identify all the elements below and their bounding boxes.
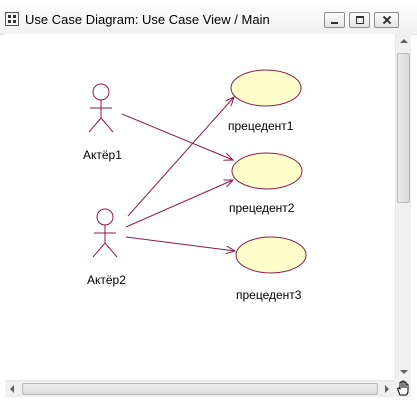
window-title: Use Case Diagram: Use Case View / Main — [25, 12, 270, 27]
hand-cursor-icon — [397, 380, 409, 396]
use-case-ellipse[interactable] — [230, 69, 302, 107]
actor-label[interactable]: Актёр1 — [83, 148, 122, 162]
diagram-canvas[interactable]: Актёр1 Актёр2 прецедент1 прецедент2 прец… — [5, 34, 395, 380]
actor-label[interactable]: Актёр2 — [87, 273, 126, 287]
actor-figure[interactable] — [88, 83, 114, 133]
association-arrow[interactable] — [121, 113, 233, 160]
maximize-button[interactable] — [349, 12, 370, 28]
horizontal-scroll-thumb[interactable] — [22, 383, 378, 395]
actor-right-leg — [100, 117, 114, 133]
use-case-label[interactable]: прецедент1 — [228, 119, 294, 133]
vertical-scroll-thumb[interactable] — [397, 53, 410, 203]
actor-right-leg — [104, 242, 118, 258]
actor-left-leg — [92, 242, 106, 258]
arrow-up-icon — [400, 39, 408, 43]
scroll-down-button[interactable] — [396, 364, 411, 380]
arrow-right-icon — [385, 385, 389, 393]
vertical-scrollbar[interactable] — [395, 34, 411, 380]
pan-grip[interactable] — [395, 380, 411, 397]
association-arrow[interactable] — [125, 236, 235, 251]
actor-head — [92, 83, 110, 101]
scroll-up-button[interactable] — [396, 34, 411, 50]
use-case-label[interactable]: прецедент3 — [236, 288, 302, 302]
actor-head — [96, 208, 114, 226]
horizontal-scrollbar[interactable] — [5, 380, 395, 397]
use-case-ellipse[interactable] — [231, 152, 303, 190]
scroll-right-button[interactable] — [379, 381, 394, 397]
minimize-button[interactable] — [324, 12, 345, 28]
title-bar[interactable]: Use Case Diagram: Use Case View / Main — [0, 0, 417, 35]
association-arrow[interactable] — [125, 180, 233, 228]
actor-left-leg — [88, 117, 102, 133]
use-case-label[interactable]: прецедент2 — [229, 201, 295, 215]
scroll-left-button[interactable] — [5, 381, 20, 397]
actor-figure[interactable] — [92, 208, 118, 258]
diagram-drawing — [88, 69, 307, 274]
association-arrow[interactable] — [127, 97, 234, 217]
arrow-down-icon — [400, 370, 408, 374]
close-button[interactable] — [374, 12, 399, 28]
use-case-ellipse[interactable] — [235, 236, 307, 274]
app-icon — [5, 12, 19, 26]
arrow-left-icon — [10, 385, 14, 393]
